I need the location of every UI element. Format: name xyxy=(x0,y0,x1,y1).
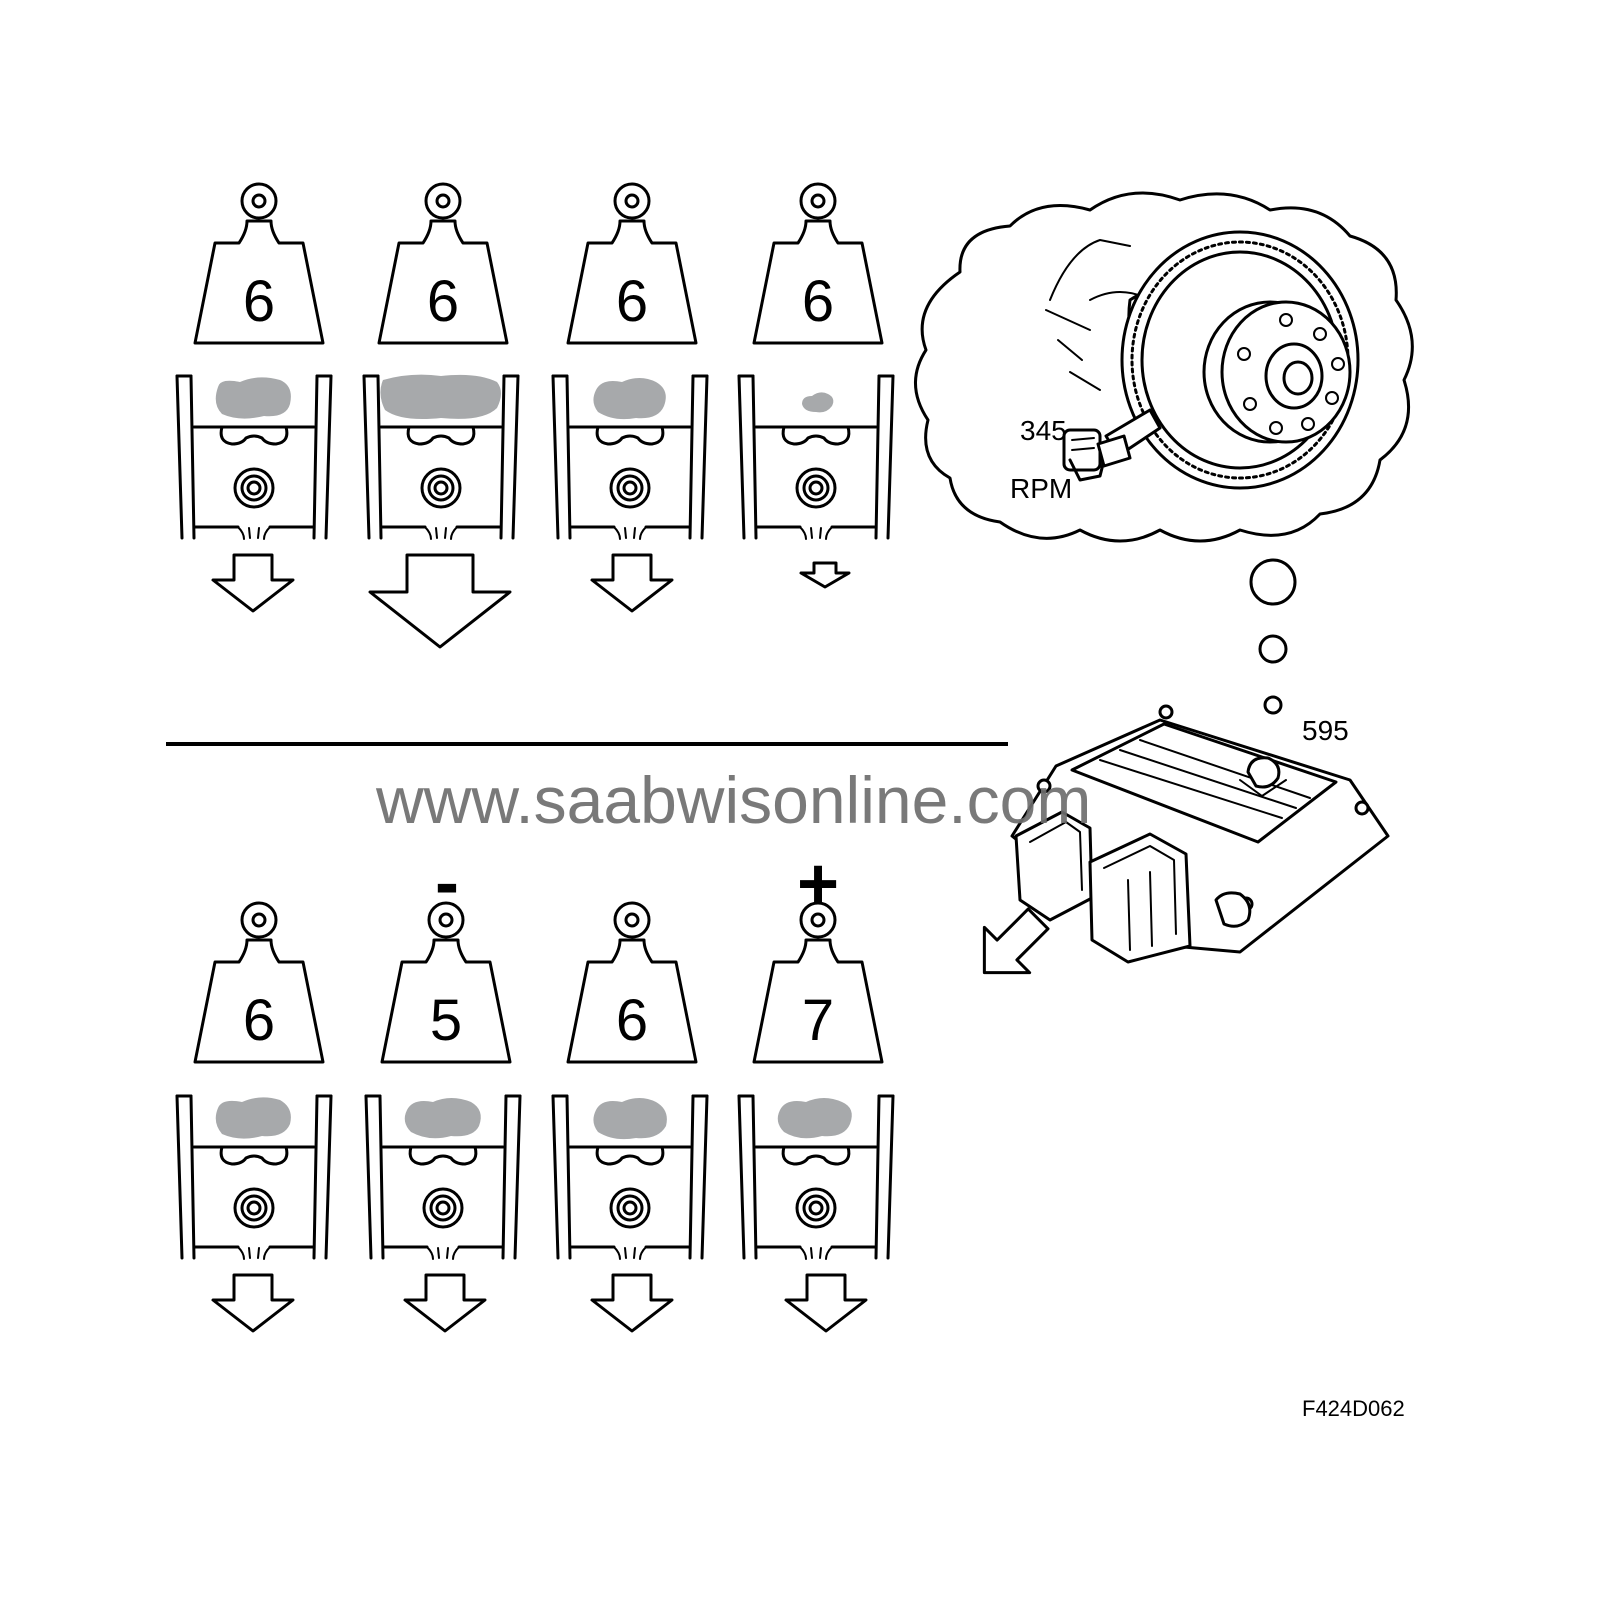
sensor-number-label: 345 xyxy=(1020,415,1067,446)
down-arrow-icon xyxy=(590,553,674,613)
weight-value: 6 xyxy=(616,269,648,334)
top-cylinder-1: 6 xyxy=(175,182,333,613)
fuel-spray xyxy=(802,392,834,413)
weight-value: 5 xyxy=(430,988,462,1053)
thought-bubbles xyxy=(1249,558,1297,715)
piston-icon xyxy=(551,1094,709,1261)
top-cylinder-2: 6 xyxy=(362,182,520,649)
weight-value: 6 xyxy=(243,269,275,334)
bottom-cylinder-4: + 7 xyxy=(737,844,895,1333)
piston-icon xyxy=(551,374,709,541)
top-cylinder-3: 6 xyxy=(551,182,709,613)
bottom-cylinder-2: - 5 xyxy=(364,843,522,1333)
fuel-spray xyxy=(215,377,291,419)
rpm-sensor-icon xyxy=(1062,408,1162,482)
down-arrow-icon xyxy=(784,1273,868,1333)
watermark-text: www.saabwisonline.com xyxy=(375,763,1091,837)
fuel-spray xyxy=(380,374,501,419)
weight-value: 6 xyxy=(802,269,834,334)
sensor-rpm-label: RPM xyxy=(1010,473,1072,504)
piston-icon xyxy=(737,374,895,541)
down-arrow-icon xyxy=(211,553,295,613)
weight-value: 7 xyxy=(802,988,834,1053)
ecu-number-label: 595 xyxy=(1302,715,1349,746)
top-cylinder-4: 6 xyxy=(737,182,895,589)
weight-value: 6 xyxy=(427,269,459,334)
piston-icon xyxy=(737,1094,895,1261)
piston-icon xyxy=(175,1094,333,1261)
down-arrow-icon xyxy=(403,1273,487,1333)
fuel-spray xyxy=(215,1097,291,1139)
figure-code: F424D062 xyxy=(1302,1396,1405,1421)
thought-cloud: 345 RPM xyxy=(914,191,1414,543)
piston-icon xyxy=(364,1094,522,1261)
fuel-spray xyxy=(593,378,666,420)
down-arrow-icon xyxy=(590,1273,674,1333)
down-arrow-icon xyxy=(799,561,851,589)
fuel-spray xyxy=(404,1098,481,1139)
down-arrow-icon xyxy=(368,553,512,649)
down-left-arrow-icon xyxy=(982,907,1050,975)
piston-icon xyxy=(175,374,333,541)
bottom-row: 6 - 5 6 xyxy=(175,843,895,1333)
top-row: 6 6 6 xyxy=(175,182,895,649)
down-arrow-icon xyxy=(211,1273,295,1333)
fuel-spray xyxy=(593,1098,667,1140)
ecu-module-icon xyxy=(1010,704,1390,964)
piston-icon xyxy=(362,374,520,541)
weight-value: 6 xyxy=(243,988,275,1053)
fuel-spray xyxy=(777,1098,852,1139)
weight-value: 6 xyxy=(616,988,648,1053)
hub-bolt-holes xyxy=(1237,313,1345,435)
bottom-cylinder-1: 6 xyxy=(175,901,333,1333)
bottom-cylinder-3: 6 xyxy=(551,901,709,1333)
